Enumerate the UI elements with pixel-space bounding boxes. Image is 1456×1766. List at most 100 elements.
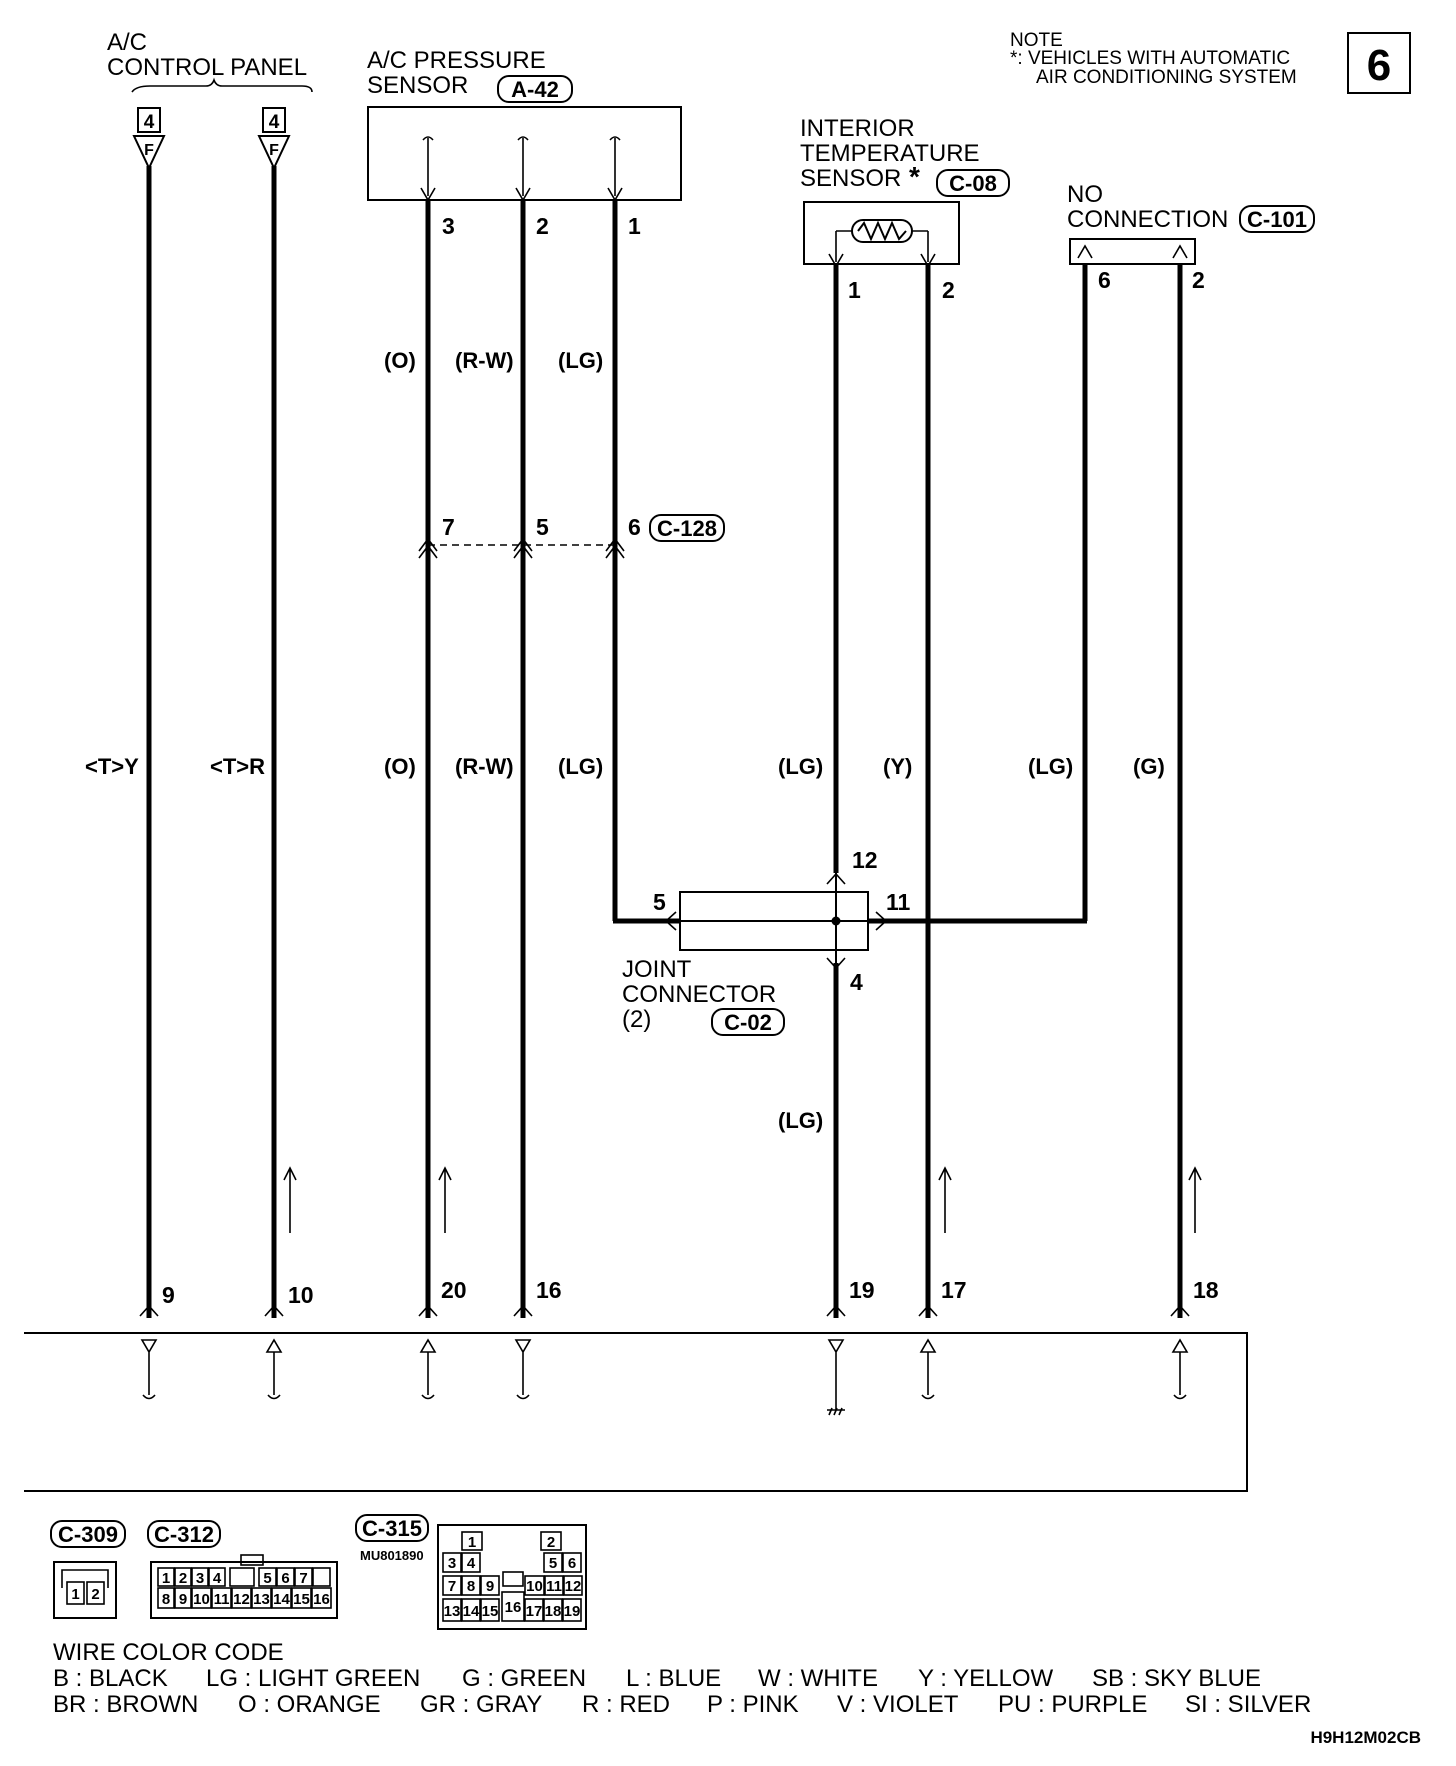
ecu-pin-20: 20	[441, 1277, 467, 1303]
svg-text:8: 8	[162, 1591, 170, 1608]
ac-pressure-pin-2: 2	[536, 213, 549, 239]
wire-color-upper-o: (O)	[384, 348, 416, 373]
svg-text:13: 13	[444, 1603, 461, 1620]
interior-temp-star: *	[909, 161, 920, 192]
svg-text:17: 17	[526, 1603, 543, 1620]
connector-tag-c101: C-101	[1239, 205, 1315, 233]
wire-color-upper-lg: (LG)	[558, 348, 603, 373]
svg-text:10: 10	[526, 1578, 543, 1595]
signal-arrow-pin17	[938, 1166, 952, 1233]
svg-text:4: 4	[144, 112, 155, 133]
svg-text:16: 16	[313, 1591, 330, 1608]
svg-text:SI : SILVER: SI : SILVER	[1185, 1691, 1311, 1718]
ac-pressure-sensor-box	[367, 106, 682, 201]
note-line-1: *: VEHICLES WITH AUTOMATIC	[1010, 48, 1290, 69]
connector-tag-c128: C-128	[649, 514, 725, 542]
svg-text:5: 5	[549, 1555, 557, 1572]
joint-pin-4: 4	[850, 969, 863, 995]
wire-color-code-line-2: BR : BROWN O : ORANGE GR : GRAY R : RED …	[53, 1691, 1311, 1718]
svg-text:19: 19	[564, 1603, 581, 1620]
interior-temp-pin-2: 2	[942, 277, 955, 303]
c315-part-number: MU801890	[360, 1548, 424, 1563]
svg-text:13: 13	[253, 1591, 270, 1608]
svg-text:GR : GRAY: GR : GRAY	[420, 1691, 542, 1718]
svg-text:3: 3	[196, 1570, 204, 1587]
c128-pin-7: 7	[442, 514, 455, 540]
wire-color-mid-lg-2: (LG)	[778, 754, 823, 779]
svg-text:2: 2	[91, 1586, 99, 1603]
thermistor-icon	[828, 219, 936, 268]
wire-color-mid-lg-3: (LG)	[1028, 754, 1073, 779]
signal-arrow-pin20	[438, 1166, 452, 1233]
connector-tag-c315: C-315	[355, 1514, 429, 1542]
wire-color-mid-lg-1: (LG)	[558, 754, 603, 779]
connector-tag-c02: C-02	[711, 1008, 785, 1036]
ac-control-panel-connector-right: 4 F	[257, 107, 291, 171]
c128-pin-6: 6	[628, 514, 641, 540]
ac-control-panel-label-1: A/C	[107, 29, 147, 56]
svg-text:6: 6	[281, 1570, 289, 1587]
ecu-terminal-arrows	[139, 1304, 1190, 1317]
svg-text:16: 16	[505, 1599, 522, 1616]
ecu-pin-9: 9	[162, 1282, 175, 1308]
page-number-box	[1347, 32, 1411, 94]
ecu-box	[24, 1332, 1248, 1492]
svg-text:G : GREEN: G : GREEN	[462, 1665, 586, 1692]
ecu-pin-16: 16	[536, 1277, 562, 1303]
svg-text:Y : YELLOW: Y : YELLOW	[918, 1665, 1054, 1692]
ac-control-panel-brace	[131, 77, 313, 93]
joint-pin-11: 11	[886, 889, 911, 915]
svg-text:14: 14	[273, 1591, 290, 1608]
page-number: 6	[1367, 41, 1391, 90]
interior-temp-label-1: INTERIOR	[800, 115, 915, 142]
svg-text:LG : LIGHT GREEN: LG : LIGHT GREEN	[206, 1665, 420, 1692]
svg-text:R : RED: R : RED	[582, 1691, 670, 1718]
wire-color-mid-o: (O)	[384, 754, 416, 779]
ac-pressure-pin-1: 1	[628, 213, 641, 239]
wire-color-upper-rw: (R-W)	[455, 348, 514, 373]
connector-tag-a42: A-42	[497, 75, 573, 103]
interior-temp-sensor-box	[803, 201, 960, 265]
svg-text:4: 4	[269, 112, 280, 133]
ac-control-panel-connector-left: 4 F	[132, 107, 166, 171]
svg-text:F: F	[269, 142, 279, 159]
svg-text:14: 14	[463, 1603, 480, 1620]
svg-text:V : VIOLET: V : VIOLET	[837, 1691, 959, 1718]
svg-text:9: 9	[486, 1578, 494, 1595]
svg-text:12: 12	[565, 1578, 582, 1595]
wire-color-mid-g: (G)	[1133, 754, 1165, 779]
svg-text:L : BLUE: L : BLUE	[626, 1665, 721, 1692]
wire-color-mid-rw: (R-W)	[455, 754, 514, 779]
svg-text:10: 10	[193, 1591, 210, 1608]
svg-text:F: F	[144, 142, 154, 159]
svg-text:6: 6	[568, 1555, 576, 1572]
no-connection-label-2: CONNECTION	[1067, 206, 1228, 233]
connector-tag-c309: C-309	[50, 1520, 126, 1548]
svg-text:4: 4	[467, 1555, 476, 1572]
svg-text:O : ORANGE: O : ORANGE	[238, 1691, 381, 1718]
svg-text:11: 11	[546, 1578, 562, 1595]
signal-arrows	[283, 1166, 1202, 1233]
svg-text:9: 9	[179, 1591, 187, 1608]
signal-arrow-pin10	[283, 1166, 297, 1233]
svg-text:2: 2	[547, 1534, 555, 1551]
wire-color-tr: <T>R	[210, 754, 265, 779]
no-connection-terminals	[1077, 244, 1188, 259]
ecu-pin-19: 19	[849, 1277, 875, 1303]
joint-connector-label-1: JOINT	[622, 956, 692, 983]
note-title: NOTE	[1010, 30, 1063, 51]
note-line-2: AIR CONDITIONING SYSTEM	[1036, 67, 1297, 88]
interior-temp-pin-1: 1	[848, 277, 861, 303]
ac-pressure-sensor-label-2: SENSOR	[367, 72, 468, 99]
svg-text:C-309: C-309	[58, 1522, 118, 1547]
interior-temp-label-2: TEMPERATURE	[800, 140, 980, 167]
wire-color-mid-y: (Y)	[883, 754, 912, 779]
svg-text:3: 3	[448, 1555, 456, 1572]
svg-text:B : BLACK: B : BLACK	[53, 1665, 168, 1692]
no-connection-label-1: NO	[1067, 181, 1103, 208]
drawing-code: H9H12M02CB	[1310, 1728, 1421, 1747]
connector-view-c312: 1 2 3 4 5 6 7 8 9 10 11 12 13 14 15 16	[150, 1554, 338, 1619]
svg-text:PU : PURPLE: PU : PURPLE	[998, 1691, 1147, 1718]
svg-text:1: 1	[162, 1570, 170, 1587]
